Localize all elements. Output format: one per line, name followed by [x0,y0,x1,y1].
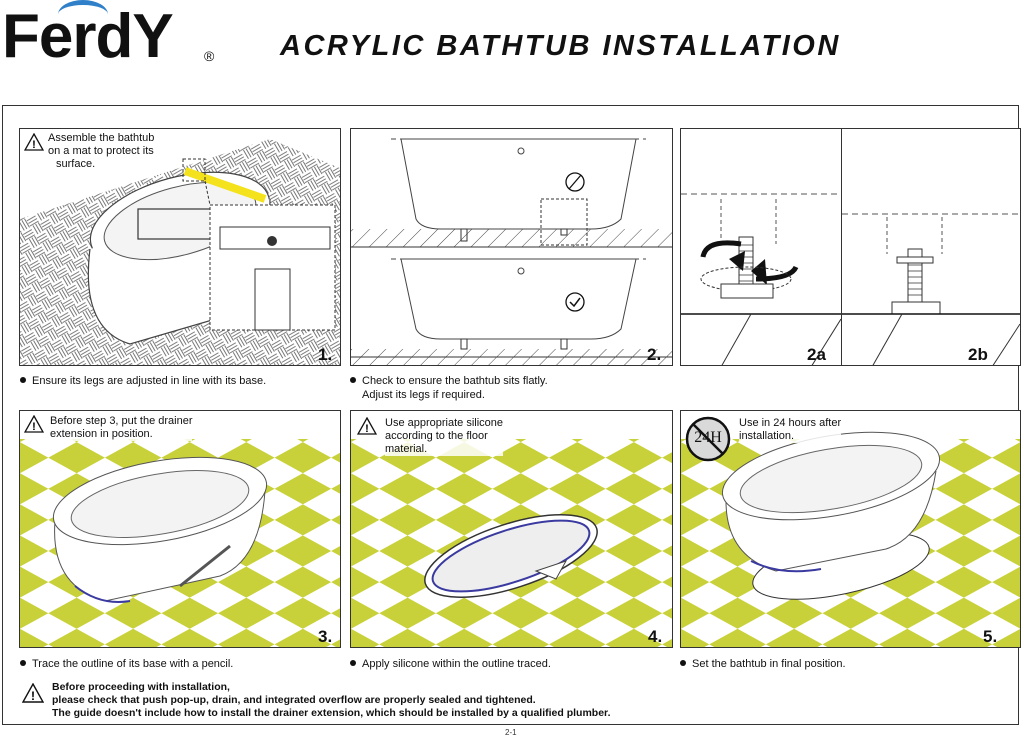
step-5-number: 5. [983,627,998,646]
page-title: ACRYLIC BATHTUB INSTALLATION [280,30,841,62]
registered-mark: ® [204,48,215,64]
step-2b-illustration [842,213,1020,365]
no-24h-icon: 24H [685,416,731,462]
warning-icon: ! [21,682,45,708]
step-2b-number: 2b [968,345,988,364]
step-1-caption: Ensure its legs are adjusted in line wit… [20,374,266,388]
step-2-illustration [351,138,672,365]
step-4-number: 4. [648,627,663,646]
step-4-caption: Apply silicone within the outline traced… [350,657,551,671]
step-2-panel: 2. [350,128,673,366]
step-4-illustration [351,439,672,647]
step-2a-number: 2a [807,345,826,364]
step-2a-illustration [681,193,841,365]
step-5-illustration [681,431,1020,647]
step-2-number: 2. [647,345,662,364]
step-3-illustration [20,439,340,647]
svg-text:!: ! [31,689,35,703]
step-2-caption: Check to ensure the bathtub sits flatly.… [350,374,548,402]
step-2a-panel: 2a [680,128,842,366]
step-1-illustration [20,139,340,365]
step-2b-panel: 2b [841,128,1021,366]
step-3-caption: Trace the outline of its base with a pen… [20,657,233,671]
step-1-number: 1. [318,345,333,364]
page-number: 2-1 [505,728,517,737]
installation-footnote: Before proceeding with installation, ple… [52,681,611,719]
svg-text:!: ! [365,423,369,435]
brand-logo: FerdY [2,2,174,71]
logo-arc [58,0,108,29]
step-3-number: 3. [318,627,333,646]
svg-text:!: ! [32,139,36,151]
svg-text:!: ! [32,421,36,433]
step-5-caption: Set the bathtub in final position. [680,657,846,671]
